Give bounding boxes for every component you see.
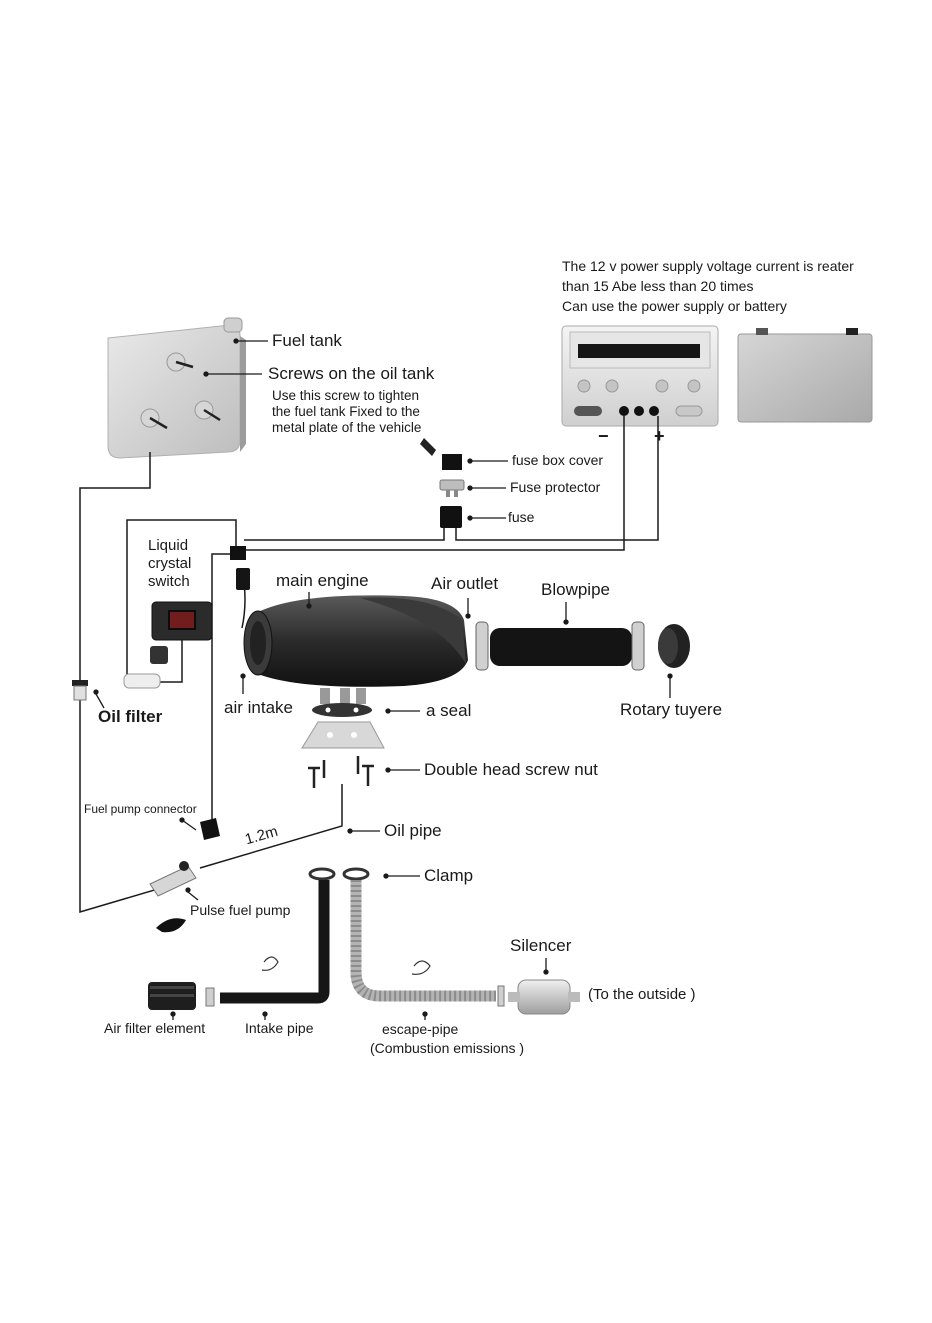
clamps-image [308, 867, 370, 881]
lcd-switch-line-3: switch [148, 573, 190, 590]
label-fuse-box-cover: fuse box cover [512, 452, 604, 468]
label-combustion-emissions: (Combustion emissions ) [370, 1040, 525, 1056]
screw-note-line-2: the fuel tank Fixed to the [272, 404, 420, 419]
lcd-switch-line-1: Liquid [148, 537, 189, 554]
screw-note-line-3: metal plate of the vehicle [272, 420, 422, 435]
fuel-pump-image [149, 818, 220, 933]
label-clamp: Clamp [424, 866, 474, 885]
label-fuel-pump-connector: Fuel pump connector [84, 802, 197, 816]
label-main-engine: main engine [276, 571, 369, 590]
power-note-line-3: Can use the power supply or battery [562, 298, 787, 314]
screw-note: Use this screw to tighten the fuel tank … [272, 388, 421, 436]
label-seal: a seal [426, 701, 472, 720]
label-oil-pipe: Oil pipe [384, 821, 442, 840]
intake-pipe-image [148, 880, 330, 1010]
label-air-outlet: Air outlet [431, 574, 499, 593]
power-supply-image [561, 325, 719, 427]
label-blowpipe: Blowpipe [541, 580, 610, 599]
label-oil-filter: Oil filter [98, 707, 163, 726]
harness-connector-image [230, 546, 250, 590]
label-escape-pipe: escape-pipe [382, 1021, 459, 1037]
oil-filter-image [72, 680, 88, 701]
wiring [79, 416, 659, 914]
polarity-minus: − [598, 426, 609, 446]
label-double-head-screw-nut: Double head screw nut [424, 760, 598, 779]
label-lcd-switch: Liquid crystal switch [148, 537, 191, 591]
label-rotary-tuyere: Rotary tuyere [620, 700, 723, 719]
battery-image [737, 328, 873, 423]
leader-lines [93, 338, 673, 1020]
power-note-line-1: The 12 v power supply voltage current is… [562, 258, 854, 274]
label-to-outside: (To the outside ) [588, 986, 696, 1003]
escape-pipe-image [350, 880, 580, 1015]
label-fuse-protector: Fuse protector [510, 479, 601, 495]
power-supply-note: The 12 v power supply voltage current is… [562, 256, 854, 316]
seal-and-plate-image [301, 703, 385, 749]
label-air-intake: air intake [224, 698, 293, 717]
polarity-plus: + [654, 426, 665, 446]
label-intake-pipe: Intake pipe [245, 1020, 314, 1036]
fuse-parts-image [420, 438, 465, 528]
label-air-filter-element: Air filter element [104, 1020, 206, 1036]
main-engine-image [243, 595, 468, 704]
screws-image [308, 756, 374, 788]
label-fuse: fuse [508, 509, 535, 525]
label-silencer: Silencer [510, 936, 572, 955]
blowpipe-image [475, 621, 690, 671]
fuel-tank-image [107, 317, 246, 459]
lcd-switch-image [123, 601, 213, 689]
label-screws-on-tank: Screws on the oil tank [268, 364, 435, 383]
label-fuel-tank: Fuel tank [272, 331, 342, 350]
lcd-switch-line-2: crystal [148, 555, 192, 572]
power-note-line-2: than 15 Abe less than 20 times [562, 278, 754, 294]
label-pulse-fuel-pump: Pulse fuel pump [190, 902, 291, 918]
screw-note-line-1: Use this screw to tighten [272, 388, 420, 403]
